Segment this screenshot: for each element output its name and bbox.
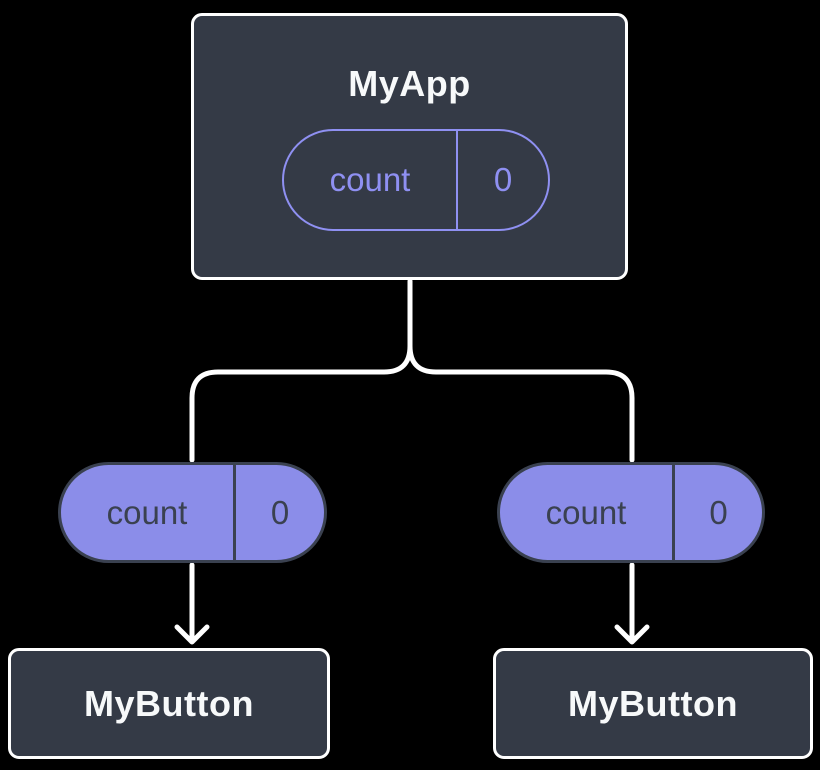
state-value-label: 0 bbox=[493, 161, 513, 198]
component-title: MyButton bbox=[568, 682, 738, 724]
right-arrow-head-icon bbox=[614, 624, 650, 645]
component-node-myapp: MyApp count 0 bbox=[191, 13, 628, 280]
component-title: MyApp bbox=[348, 63, 471, 104]
left-arrow-head-icon bbox=[174, 624, 210, 645]
state-name-label: count bbox=[284, 131, 458, 229]
component-node-mybutton-right: MyButton bbox=[493, 648, 813, 759]
state-name-label: count bbox=[500, 465, 675, 560]
component-node-mybutton-left: MyButton bbox=[8, 648, 330, 759]
fork-connector-right-branch bbox=[407, 343, 635, 463]
state-value-label: 0 bbox=[709, 493, 728, 531]
component-title: MyButton bbox=[84, 682, 254, 724]
state-pill-root: count 0 bbox=[282, 129, 550, 231]
fork-connector-left-branch bbox=[189, 343, 413, 463]
state-pill-right-child: count 0 bbox=[497, 462, 765, 563]
state-value-label: 0 bbox=[270, 493, 290, 531]
state-pill-left-child: count 0 bbox=[58, 462, 327, 563]
state-name-label: count bbox=[61, 465, 236, 560]
